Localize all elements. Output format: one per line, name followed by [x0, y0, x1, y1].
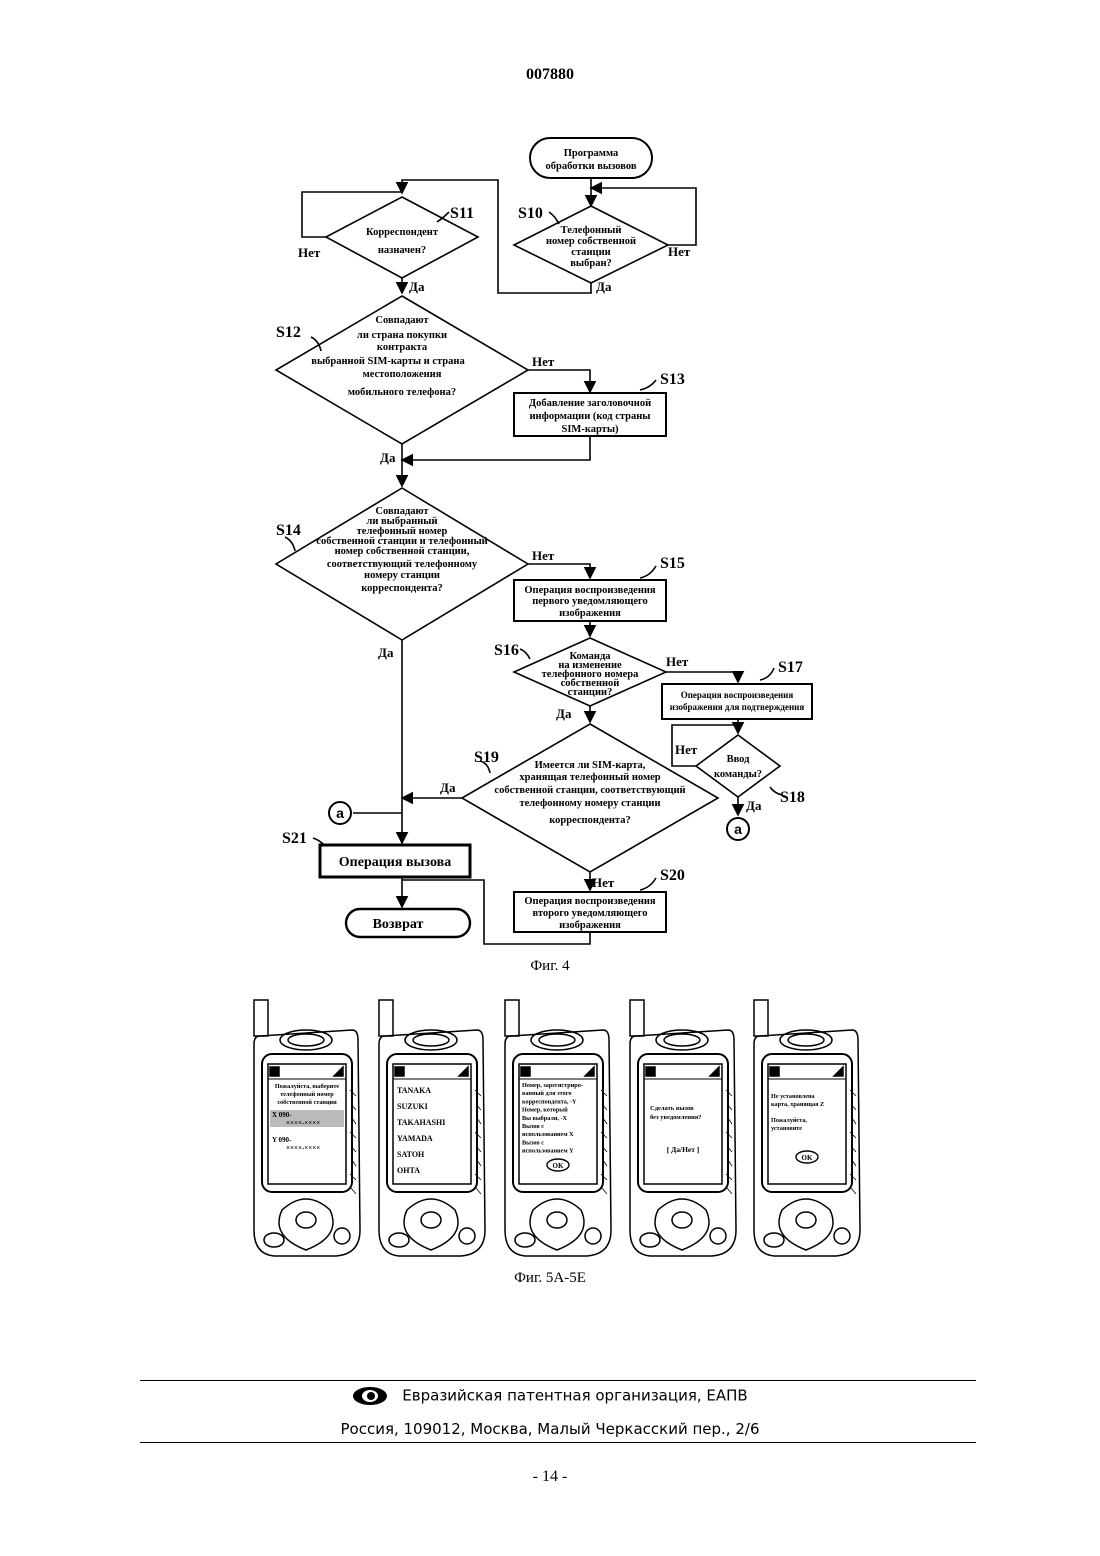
nav-pad — [279, 1199, 333, 1250]
contact-name[interactable]: SUZUKI — [397, 1102, 428, 1111]
svg-text:Y 090-: Y 090- — [272, 1136, 292, 1144]
sim-icon — [770, 1067, 779, 1076]
contact-name[interactable]: YAMADA — [397, 1134, 433, 1143]
svg-text:OK: OK — [553, 1162, 564, 1170]
right-softkey — [585, 1228, 601, 1244]
phone-4: Сделать вызов без уведомления? [ Да/Нет ] — [630, 1000, 736, 1256]
right-softkey — [710, 1228, 726, 1244]
prompt-line: Вы выбрали, -X — [522, 1115, 568, 1122]
left-softkey — [389, 1233, 409, 1247]
prompt-line: Вызов с — [522, 1139, 544, 1146]
phone-1: Пожалуйста, выберитетелефонный номерсобс… — [254, 1000, 360, 1256]
antenna-icon — [630, 1000, 644, 1036]
sim-icon — [646, 1067, 655, 1076]
footer-organization: Евразийская патентная организация, ЕАПВ — [0, 1386, 1100, 1406]
footer-rule-bottom — [140, 1442, 976, 1443]
select-button — [796, 1212, 816, 1228]
eapo-logo-icon — [352, 1386, 388, 1406]
sim-icon — [270, 1067, 279, 1076]
nav-pad — [530, 1199, 584, 1250]
contact-name[interactable]: OHTA — [397, 1166, 420, 1175]
sim-icon — [521, 1067, 530, 1076]
svg-text:××××-××××: ××××-×××× — [286, 1144, 320, 1152]
contact-name[interactable]: SATOH — [397, 1150, 425, 1159]
prompt-line: Вызов с — [522, 1123, 544, 1130]
svg-text:X 090-: X 090- — [272, 1111, 292, 1119]
prompt-line: телефонный номер — [280, 1091, 334, 1098]
nav-pad — [779, 1199, 833, 1250]
select-button — [421, 1212, 441, 1228]
contact-name[interactable]: TAKAHASHI — [397, 1118, 445, 1127]
left-softkey — [515, 1233, 535, 1247]
prompt-line: Номер, зарегистриро- — [522, 1082, 583, 1089]
sim-icon — [395, 1067, 404, 1076]
right-softkey — [459, 1228, 475, 1244]
prompt-line: Не установлена — [771, 1093, 815, 1100]
contact-name[interactable]: TANAKA — [397, 1086, 431, 1095]
svg-text:OK: OK — [802, 1154, 813, 1162]
antenna-icon — [379, 1000, 393, 1036]
prompt-line: без уведомления? — [650, 1114, 701, 1121]
right-softkey — [834, 1228, 850, 1244]
phones-fig5: Пожалуйста, выберитетелефонный номерсобс… — [0, 0, 1100, 1300]
page-number: - 14 - — [0, 1468, 1100, 1486]
phone-screen — [768, 1064, 846, 1184]
footer-address: Россия, 109012, Москва, Малый Черкасский… — [0, 1420, 1100, 1438]
phone-5: Не установленакарта, хранящая Z Пожалуйст… — [754, 1000, 860, 1256]
svg-text:××××-××××: ××××-×××× — [286, 1119, 320, 1127]
antenna-icon — [254, 1000, 268, 1036]
antenna-icon — [505, 1000, 519, 1036]
footer-org-text: Евразийская патентная организация, ЕАПВ — [402, 1387, 747, 1405]
fig5-caption: Фиг. 5A-5E — [0, 1270, 1100, 1287]
select-button — [547, 1212, 567, 1228]
prompt-line: корреспондента, -Y — [522, 1098, 577, 1105]
left-softkey — [264, 1233, 284, 1247]
prompt-line: использованием Y — [522, 1148, 574, 1155]
antenna-icon — [754, 1000, 768, 1036]
left-softkey — [640, 1233, 660, 1247]
phone-2: TANAKA SUZUKI TAKAHASHI YAMADA SATOH OHTA — [379, 1000, 485, 1256]
left-softkey — [764, 1233, 784, 1247]
right-softkey — [334, 1228, 350, 1244]
select-button — [672, 1212, 692, 1228]
select-button — [296, 1212, 316, 1228]
prompt-line: карта, хранящая Z — [771, 1101, 824, 1108]
nav-pad — [655, 1199, 709, 1250]
phone-screen — [644, 1064, 722, 1184]
prompt-line: ванный для этого — [522, 1090, 571, 1097]
footer-rule-top — [140, 1380, 976, 1381]
prompt-line: собственной станции — [277, 1099, 337, 1106]
prompt-line: Номер, который — [522, 1107, 568, 1114]
prompt-line: Пожалуйста, выберите — [275, 1083, 340, 1090]
yes-no-choice[interactable]: [ Да/Нет ] — [667, 1145, 700, 1154]
nav-pad — [404, 1199, 458, 1250]
prompt-line: использованием X — [522, 1131, 574, 1138]
prompt-line: Сделать вызов — [650, 1105, 694, 1112]
phone-3: Номер, зарегистриро-ванный для этогокорр… — [505, 1000, 611, 1256]
prompt-line: установите — [771, 1125, 802, 1132]
prompt-line: Пожалуйста, — [771, 1117, 807, 1124]
